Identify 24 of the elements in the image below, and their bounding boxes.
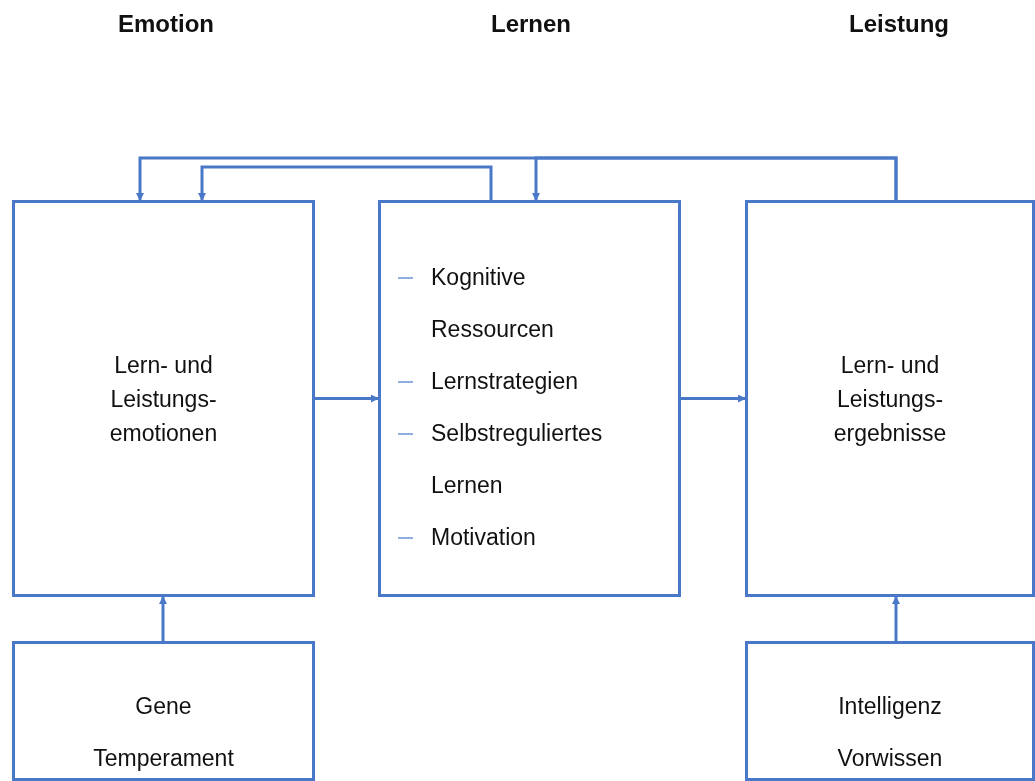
process-box	[745, 641, 1035, 781]
list-item: Selbstreguliertes Lernen	[428, 407, 651, 511]
arrow	[681, 394, 746, 403]
arrow	[315, 394, 379, 403]
column-heading: Lernen	[491, 10, 571, 38]
box-text: Lern- und Leistungs- ergebnisse	[832, 350, 948, 448]
box-text: Gene	[135, 692, 192, 721]
box-text: Temperament	[93, 744, 234, 773]
list-item: Lernstrategien	[428, 355, 651, 407]
process-box	[378, 200, 681, 597]
process-box	[745, 200, 1035, 597]
box-text: Lern- und Leistungs- emotionen	[108, 350, 219, 448]
list-item: Motivation	[428, 511, 651, 563]
process-box	[12, 200, 315, 597]
column-heading: Leistung	[849, 10, 949, 38]
arrow	[198, 165, 493, 201]
box-text: Intelligenz	[838, 692, 942, 721]
column-heading: Emotion	[118, 10, 214, 38]
arrow	[892, 596, 900, 641]
arrow	[532, 156, 898, 201]
box-text: Vorwissen	[837, 744, 943, 773]
list-item: Kognitive Ressourcen	[428, 251, 651, 355]
arrow	[159, 596, 167, 641]
process-box	[12, 641, 315, 781]
